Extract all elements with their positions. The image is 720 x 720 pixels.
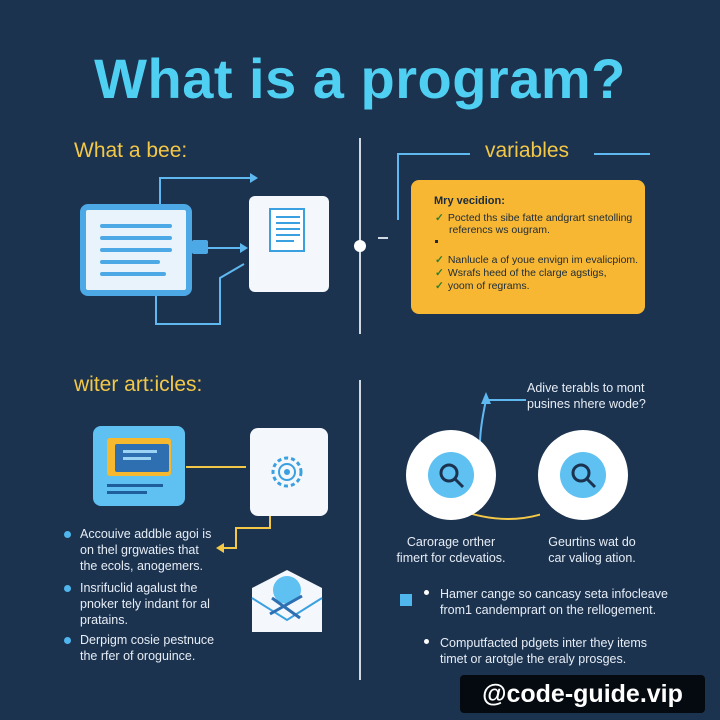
vertical-divider-top: [359, 138, 361, 334]
note-card: Mry vecidion: ✓Pocted ths sibe fatte and…: [411, 180, 645, 314]
section-heading-variables: variables: [485, 139, 570, 162]
note-bullet: [435, 240, 438, 243]
gear-document-icon: [250, 428, 328, 516]
variables-connector: [378, 153, 650, 239]
note-item: Nanlucle a of youe envign im evalicpiom.: [447, 254, 639, 266]
tools-envelope-icon: [250, 568, 324, 634]
note-item: referencs ws ougram.: [449, 224, 550, 236]
watermark-badge: @code-guide.vip: [460, 675, 705, 713]
note-item: yoom of regrams.: [447, 280, 530, 292]
search-icon: [439, 463, 465, 489]
section-heading-what-a-bee: What a bee:: [74, 139, 188, 162]
search-icon: [571, 463, 597, 489]
note-item: Pocted ths sibe fatte andgrart snetollin…: [447, 212, 633, 224]
bullet-dot: [64, 531, 71, 538]
bullet-dot: [64, 637, 71, 644]
connector-line: [186, 466, 246, 468]
folder-card-icon: [93, 426, 185, 506]
checkmark-icon: ✓: [435, 280, 444, 292]
connector-plug: [192, 240, 208, 254]
divider-node: [354, 240, 366, 252]
section-heading-articles: witer art:icles:: [74, 373, 203, 396]
note-item: Wsrafs heed of the clarge agstigs,: [447, 267, 607, 279]
bullet-dot: [64, 585, 71, 592]
checkmark-icon: ✓: [435, 267, 444, 279]
checkmark-icon: ✓: [435, 212, 444, 224]
tablet-icon: [80, 204, 192, 296]
search-circle-right: [538, 430, 628, 520]
connector-arrow: [216, 516, 271, 553]
connector-lines: [155, 173, 258, 325]
bullet-dot: [424, 639, 429, 644]
document-icon: [249, 196, 329, 292]
note-card-title: Mry vecidion:: [434, 195, 505, 207]
bullet-square: [400, 594, 412, 606]
bullet-dot: [424, 590, 429, 595]
vertical-divider-bottom: [359, 380, 361, 680]
search-circle-left: [406, 430, 496, 520]
checkmark-icon: ✓: [435, 254, 444, 266]
page-title: What is a program?: [94, 47, 626, 110]
